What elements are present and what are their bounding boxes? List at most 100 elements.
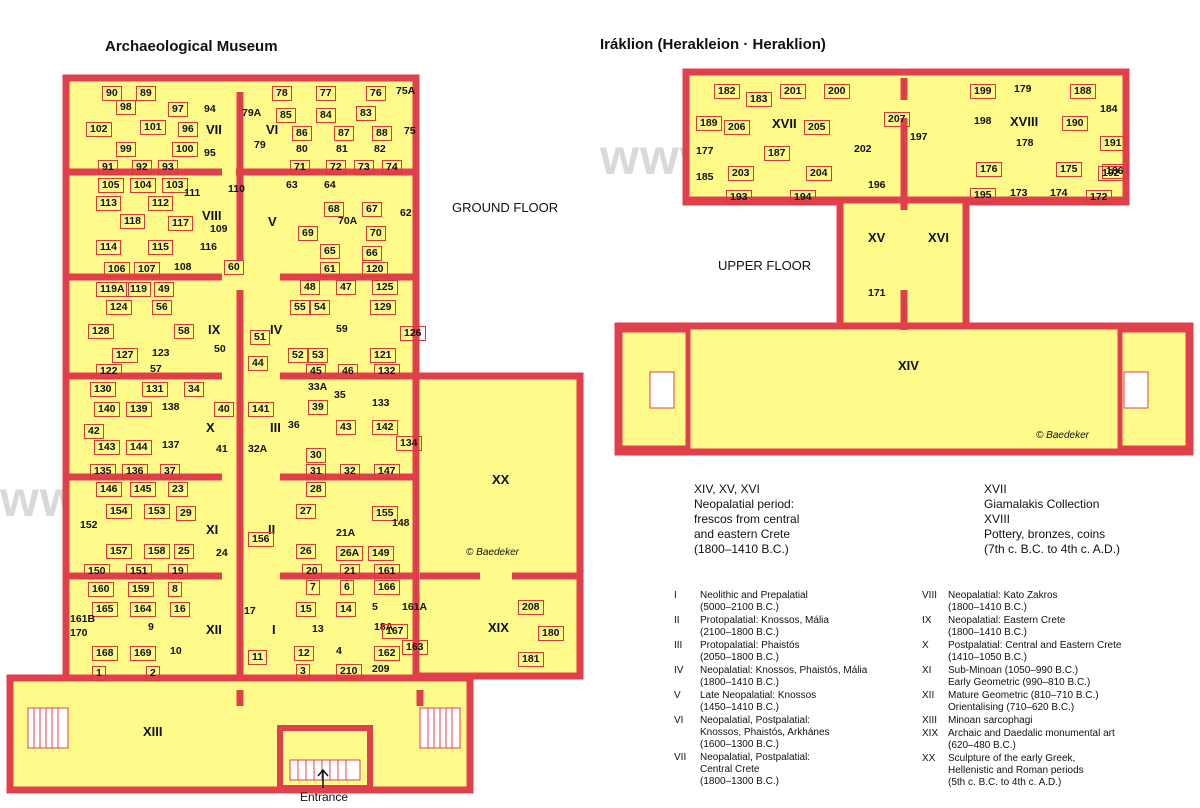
case-69: 69	[298, 226, 318, 241]
case-160: 160	[88, 582, 114, 597]
ground-floor-label: GROUND FLOOR	[452, 200, 559, 215]
case-208: 208	[518, 600, 544, 615]
case-98: 98	[116, 100, 136, 115]
legend-text: Neopalatial: Kato Zakros(1800–1410 B.C.)	[948, 590, 1188, 614]
legend-line: (2050–1800 B.C.)	[700, 652, 779, 663]
legend-number: III	[674, 640, 683, 651]
case-47: 47	[336, 280, 356, 295]
case-88: 88	[372, 126, 392, 141]
case-31: 31	[306, 464, 326, 479]
legend-number: X	[922, 640, 929, 651]
case-54: 54	[310, 300, 330, 315]
case-120: 120	[362, 262, 388, 277]
case-32a: 32A	[248, 443, 268, 455]
case-53: 53	[308, 348, 328, 363]
room-label-xiii: XIII	[143, 724, 163, 739]
case-91: 91	[98, 160, 118, 175]
case-206: 206	[724, 120, 750, 135]
case-121: 121	[370, 348, 396, 363]
case-132: 132	[374, 364, 400, 379]
case-56: 56	[152, 300, 172, 315]
legend-line: Early Geometric (990–810 B.C.)	[948, 677, 1091, 688]
case-135: 135	[90, 464, 116, 479]
case-134: 134	[396, 436, 422, 451]
legend-line: (620–480 B.C.)	[948, 740, 1016, 751]
case-75: 75	[404, 125, 416, 137]
case-84: 84	[316, 108, 336, 123]
legend-line: (2100–1800 B.C.)	[700, 627, 779, 638]
legend-line: (1600–1300 B.C.)	[700, 739, 779, 750]
case-191: 191	[1100, 136, 1126, 151]
case-3: 3	[296, 664, 310, 679]
summary-b-line: Giamalakis Collection	[984, 497, 1100, 511]
case-58: 58	[174, 324, 194, 339]
room-label-ix: IX	[208, 322, 221, 337]
case-52: 52	[288, 348, 308, 363]
case-21: 21	[340, 564, 360, 579]
case-15: 15	[296, 602, 316, 617]
case-93: 93	[158, 160, 178, 175]
case-79: 79	[254, 139, 266, 151]
case-128: 128	[88, 324, 114, 339]
case-125: 125	[372, 280, 398, 295]
summary-a-line: XIV, XV, XVI	[694, 482, 760, 496]
case-179: 179	[1014, 83, 1032, 95]
case-174: 174	[1050, 187, 1068, 199]
case-14: 14	[336, 602, 356, 617]
right-title: Iráklion (Herakleion · Heraklion)	[600, 36, 826, 53]
summary-b-line: XVIII	[984, 512, 1011, 526]
legend-line: Protopalatial: Phaistós	[700, 640, 800, 651]
room-label-iv: IV	[270, 322, 283, 337]
legend-text: Mature Geometric (810–710 B.C.)Orientali…	[948, 690, 1188, 714]
case-190: 190	[1062, 116, 1088, 131]
case-194: 194	[790, 190, 816, 205]
room-label-xvi: XVI	[928, 230, 949, 245]
case-168: 168	[92, 646, 118, 661]
legend-line: (1800–1410 B.C.)	[700, 677, 779, 688]
case-21a: 21A	[336, 527, 356, 539]
legend-text: Neopalatial, Postpalatial:Central Crete(…	[700, 752, 940, 788]
case-60: 60	[224, 260, 244, 275]
case-10: 10	[170, 645, 182, 657]
case-105: 105	[98, 178, 124, 193]
legend-line: Sculpture of the early Greek,	[948, 753, 1076, 764]
room-label-xv: XV	[868, 230, 886, 245]
case-193: 193	[726, 190, 752, 205]
case-127: 127	[112, 348, 138, 363]
summary-a: XIV, XV, XVI Neopalatial period: frescos…	[694, 482, 799, 557]
case-166: 166	[374, 580, 400, 595]
legend-text: Postpalatial: Central and Eastern Crete(…	[948, 640, 1188, 664]
case-116: 116	[200, 241, 217, 253]
case-163: 163	[402, 640, 428, 655]
case-112: 112	[148, 196, 173, 211]
case-210: 210	[336, 664, 362, 679]
case-95: 95	[204, 147, 216, 159]
legend-text: Protopalatial: Phaistós(2050–1800 B.C.)	[700, 640, 940, 664]
legend-number: II	[674, 615, 680, 626]
legend-line: Neolithic and Prepalatial	[700, 590, 808, 601]
legend-line: Neopalatial, Postpalatial:	[700, 715, 811, 726]
legend-line: (1800–1410 B.C.)	[948, 602, 1027, 613]
legend-text: Neopalatial: Knossos, Phaistós, Mália(18…	[700, 665, 940, 689]
case-102: 102	[86, 122, 112, 137]
case-159: 159	[128, 582, 154, 597]
summary-b-line: Pottery, bronzes, coins	[984, 527, 1106, 541]
legend-line: Archaic and Daedalic monumental art	[948, 728, 1115, 739]
case-115: 115	[148, 240, 173, 255]
case-182: 182	[714, 84, 740, 99]
case-143: 143	[94, 440, 120, 455]
legend-text: Late Neopalatial: Knossos(1450–1410 B.C.…	[700, 690, 940, 714]
legend-number: IX	[922, 615, 932, 626]
case-108: 108	[174, 261, 192, 273]
case-111: 111	[184, 187, 201, 199]
case-33a: 33A	[308, 381, 328, 393]
case-198: 198	[974, 115, 992, 127]
case-126: 126	[400, 326, 426, 341]
case-62: 62	[400, 207, 412, 219]
case-70: 70	[366, 226, 386, 241]
